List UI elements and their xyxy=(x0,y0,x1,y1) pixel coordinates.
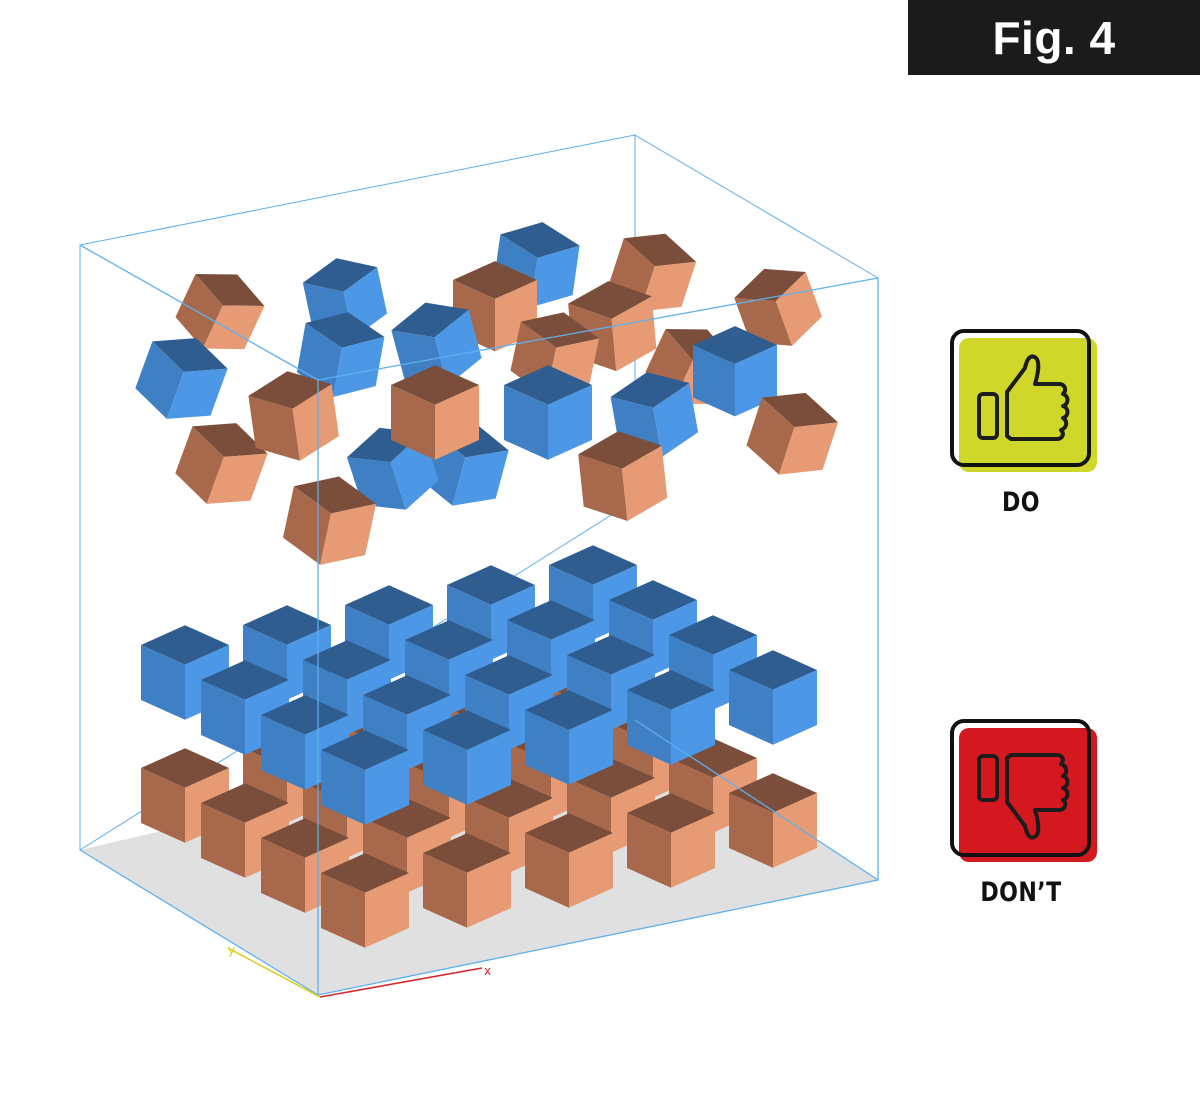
settled-orange-cube xyxy=(423,833,511,928)
axis-triad: x y xyxy=(227,943,491,998)
thumbs-down-icon xyxy=(950,719,1097,862)
dont-caption: DON’T xyxy=(980,877,1062,908)
thumbs-up-icon xyxy=(950,329,1097,472)
do-badge: DO xyxy=(941,328,1101,518)
settled-blue-cube xyxy=(729,650,817,745)
settled-blue-cube xyxy=(423,710,511,805)
settled-orange-cube xyxy=(627,793,715,888)
settled-blue-cube xyxy=(321,730,409,825)
settled-orange-cube xyxy=(729,773,817,868)
dont-badge: DON’T xyxy=(941,718,1101,908)
settled-blue-cube xyxy=(525,690,613,785)
settled-orange-cube xyxy=(321,853,409,948)
y-axis-line xyxy=(227,947,321,998)
settled-blue-cube xyxy=(627,670,715,765)
settled-orange-cube xyxy=(525,813,613,908)
do-caption: DO xyxy=(1001,487,1041,518)
falling-blue-cube xyxy=(504,365,592,460)
falling-orange-cube xyxy=(391,365,479,460)
x-axis-label: x xyxy=(484,964,491,978)
container-frame-front xyxy=(79,244,879,996)
falling-mixed-particles xyxy=(129,216,844,574)
x-axis-line xyxy=(319,967,483,998)
figure-label: Fig. 4 xyxy=(908,0,1200,75)
y-axis-label: y xyxy=(228,943,235,957)
